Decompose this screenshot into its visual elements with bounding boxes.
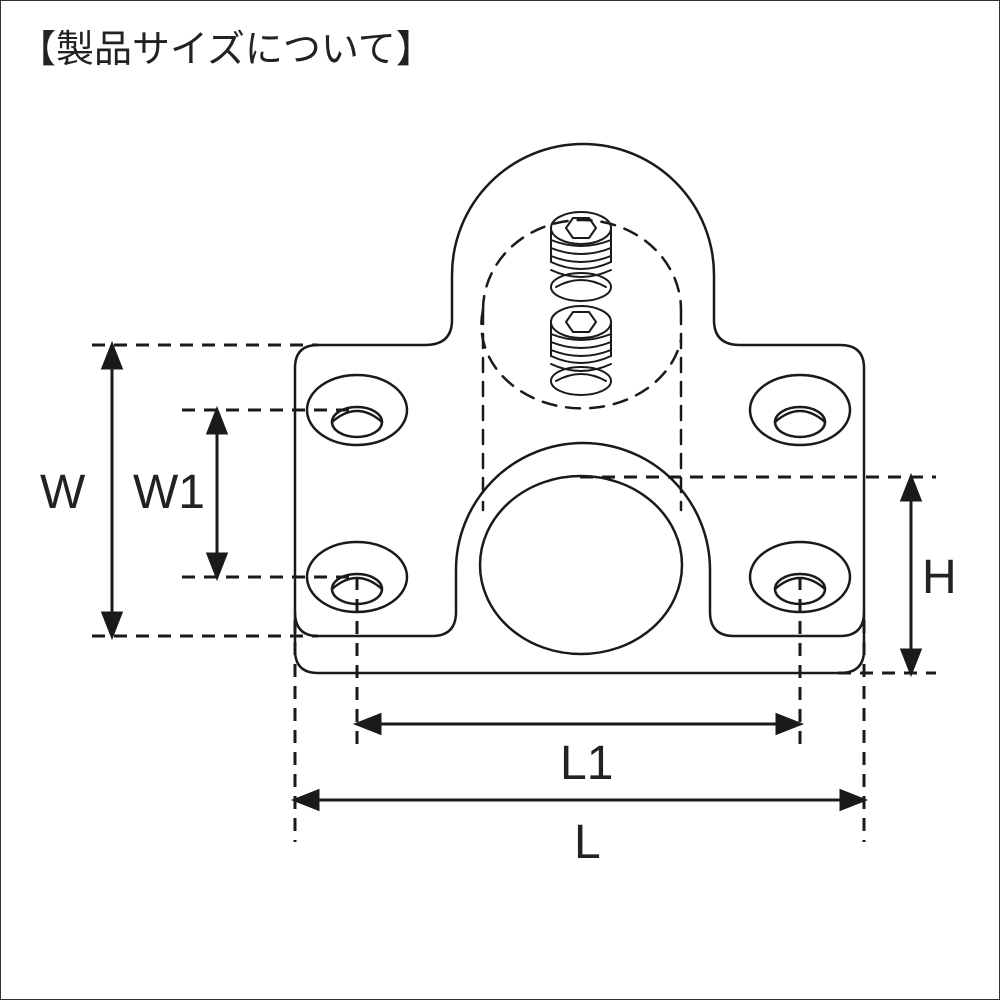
hole-top-left [305, 373, 409, 447]
hidden-bore-top [481, 218, 683, 312]
set-screw-lower [550, 305, 612, 396]
set-screw-upper [550, 211, 612, 302]
label-l: L [574, 816, 601, 869]
tube-hole [478, 474, 684, 656]
label-w: W [40, 466, 86, 519]
plate-thickness [293, 610, 866, 675]
label-w1: W1 [133, 466, 205, 519]
bracket-outline [293, 142, 866, 638]
label-h: H [922, 551, 957, 604]
page-title: 【製品サイズについて】 [18, 27, 434, 71]
hole-top-right [748, 373, 852, 447]
hidden-bore-bottom [480, 308, 683, 410]
label-l1: L1 [560, 737, 613, 790]
